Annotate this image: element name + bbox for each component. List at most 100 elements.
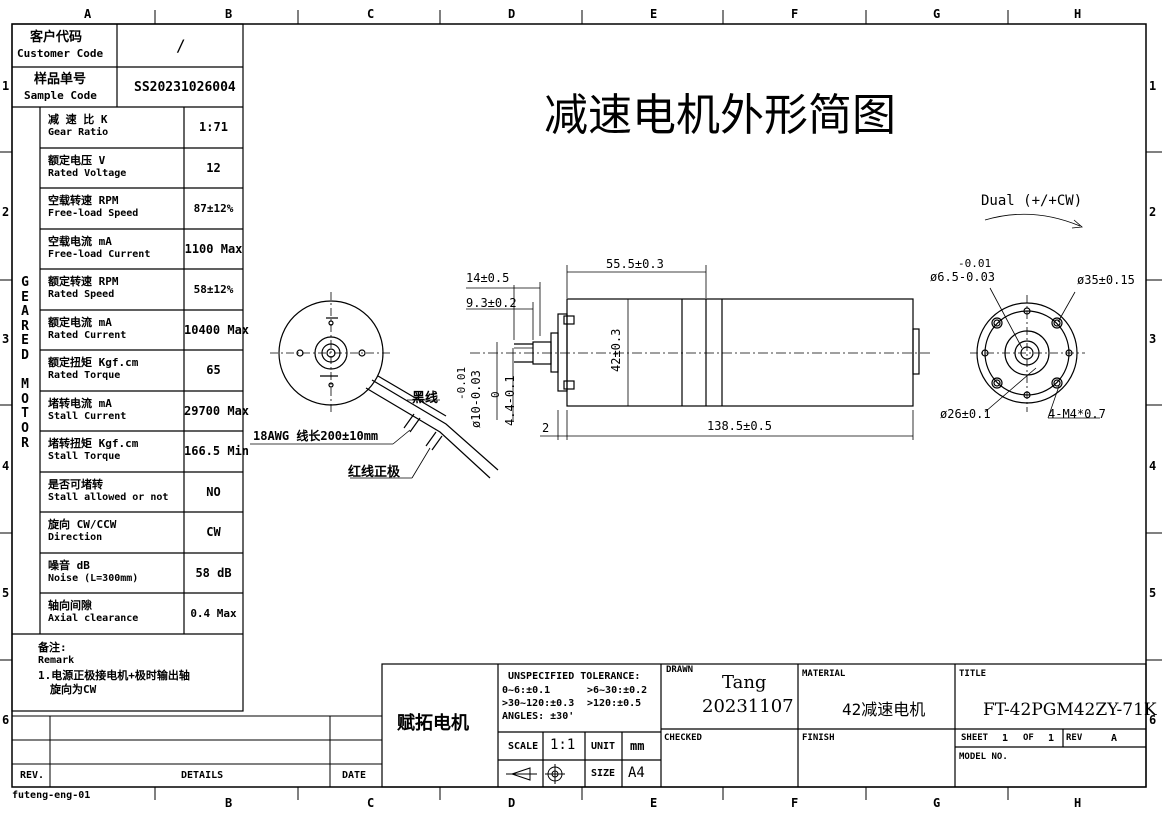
spec-value: NO: [206, 485, 221, 499]
zone-col-b-bottom: B: [225, 796, 233, 810]
customer-code-label-en: Customer Code: [17, 47, 104, 60]
remark-line-2: 旋向为CW: [50, 683, 97, 696]
spec-value: 12: [206, 161, 221, 175]
zone-col-g: G: [933, 7, 941, 21]
sheet-total: 1: [1048, 733, 1055, 744]
zone-col-c-bottom: C: [367, 796, 375, 810]
spec-label-en: Stall Current: [48, 411, 127, 422]
side-letter: G: [21, 275, 29, 290]
projection-symbol: [506, 764, 565, 784]
side-letter: E: [21, 289, 29, 305]
side-letter: O: [21, 420, 29, 436]
spec-label-en: Rated Voltage: [48, 168, 127, 179]
zone-col-c: C: [367, 7, 375, 21]
zone-row-4-right: 4: [1149, 459, 1157, 473]
side-letter: A: [21, 304, 29, 320]
spec-value: 10400 Max: [184, 323, 250, 337]
size-value: A4: [628, 765, 645, 781]
sample-code-label-cn: 样品单号: [34, 72, 87, 87]
zone-col-e-bottom: E: [650, 796, 658, 810]
unit-label: UNIT: [591, 741, 616, 752]
sample-code-label-en: Sample Code: [24, 89, 97, 102]
rev-label: REV: [1066, 733, 1083, 743]
zone-row-4: 4: [2, 459, 10, 473]
dim-6-5: ø6.5-0.03: [930, 270, 996, 284]
zone-row-3: 3: [2, 332, 10, 346]
spec-row-noise: 噪音 dB Noise (L=300mm) 58 dB: [0, 553, 245, 593]
side-letter: M: [21, 377, 29, 393]
side-letter: E: [21, 333, 29, 349]
spec-label-cn: 堵转电流 mA: [48, 397, 112, 410]
spec-label-en: Rated Current: [48, 330, 127, 341]
spec-label-en: Stall allowed or not: [48, 492, 169, 503]
spec-label-cn: 额定扭矩 Kgf.cm: [48, 356, 139, 369]
spec-label-en: Rated Torque: [48, 370, 121, 381]
scale-value: 1:1: [550, 737, 576, 753]
tolerance-line-2: >6~30:±0.2: [587, 685, 648, 696]
zone-col-d: D: [508, 7, 516, 21]
spec-value: 87±12%: [193, 202, 234, 215]
zone-row-1-right: 1: [1149, 79, 1157, 93]
spec-label-cn: 是否可堵转: [48, 478, 103, 491]
customer-code-label-cn: 客户代码: [30, 30, 83, 45]
scale-label: SCALE: [508, 741, 539, 752]
zone-row-1: 1: [2, 79, 10, 93]
spec-value: 58±12%: [193, 283, 234, 296]
company-name: 赋拓电机: [397, 713, 469, 734]
zone-col-h-bottom: H: [1074, 796, 1082, 810]
rotation-label: Dual (+/+CW): [981, 193, 1083, 209]
zone-col-e: E: [650, 7, 658, 21]
tolerance-title: UNSPECIFIED TOLERANCE:: [508, 671, 641, 682]
zone-col-f: F: [791, 7, 799, 21]
spec-label-cn: 减 速 比 K: [48, 113, 108, 126]
spec-row-rated-current: 额定电流 mA Rated Current 10400 Max: [0, 310, 250, 350]
spec-value: 166.5 Min: [184, 444, 250, 458]
spec-value: CW: [206, 525, 221, 539]
zone-row-5-right: 5: [1149, 586, 1157, 600]
dim-35: ø35±0.15: [1077, 273, 1135, 287]
spec-row-rated-voltage: 额定电压 V Rated Voltage 12: [0, 148, 245, 188]
model-no-label: MODEL NO.: [959, 752, 1008, 762]
zone-row-6-right: 6: [1149, 713, 1157, 727]
spec-row-rated-torque: 额定扭矩 Kgf.cm Rated Torque 65: [0, 350, 245, 391]
side-label-geared-motor: G E A R E D M O T O R: [17, 275, 33, 451]
spec-label-en: Free-load Current: [48, 249, 151, 260]
zone-row-5: 5: [2, 586, 10, 600]
spec-row-stall-current: 堵转电流 mA Stall Current 29700 Max: [0, 391, 249, 431]
material-label: MATERIAL: [802, 669, 846, 679]
zone-col-h: H: [1074, 7, 1082, 21]
spec-label-en: Rated Speed: [48, 289, 115, 300]
spec-label-cn: 额定转速 RPM: [48, 275, 119, 288]
material-value: 42减速电机: [842, 700, 926, 719]
spec-value: 0.4 Max: [190, 607, 237, 620]
side-letter: T: [21, 406, 29, 422]
size-label: SIZE: [591, 768, 616, 779]
spec-label-cn: 堵转扭矩 Kgf.cm: [48, 437, 139, 450]
zone-col-f-bottom: F: [791, 796, 799, 810]
spec-row-stall-allowed: 是否可堵转 Stall allowed or not NO: [0, 472, 245, 512]
spec-table-grid: [11, 23, 244, 712]
footer-code: futeng-eng-01: [12, 790, 91, 801]
spec-value: 1:71: [199, 120, 228, 134]
dim-55-5: 55.5±0.3: [606, 257, 664, 271]
customer-code-value: /: [176, 36, 186, 55]
wire-black-label: 黑线: [412, 391, 439, 406]
tolerance-line-3: >30~120:±0.3: [502, 698, 575, 709]
spec-row-stall-torque: 堵转扭矩 Kgf.cm Stall Torque 166.5 Min: [0, 431, 250, 472]
spec-label-en: Free-load Speed: [48, 208, 139, 219]
zone-row-3-right: 3: [1149, 332, 1157, 346]
dim-9-3: 9.3±0.2: [466, 296, 517, 310]
spec-row-axial-clearance: 轴向间隙 Axial clearance 0.4 Max: [0, 593, 245, 634]
tolerance-angles: ANGLES: ±30': [502, 711, 575, 722]
revision-table-grid: [12, 715, 382, 787]
tolerance-line-4: >120:±0.5: [587, 698, 642, 709]
zone-col-b: B: [225, 7, 233, 21]
spec-label-cn: 旋向 CW/CCW: [48, 518, 117, 531]
wire-red-label: 红线正极: [348, 465, 401, 480]
zone-row-2: 2: [2, 205, 10, 219]
front-view: [970, 213, 1100, 419]
dim-6-5-tol: -0.01: [958, 257, 992, 270]
details-header: DETAILS: [181, 770, 224, 781]
zone-col-a: A: [84, 7, 92, 21]
